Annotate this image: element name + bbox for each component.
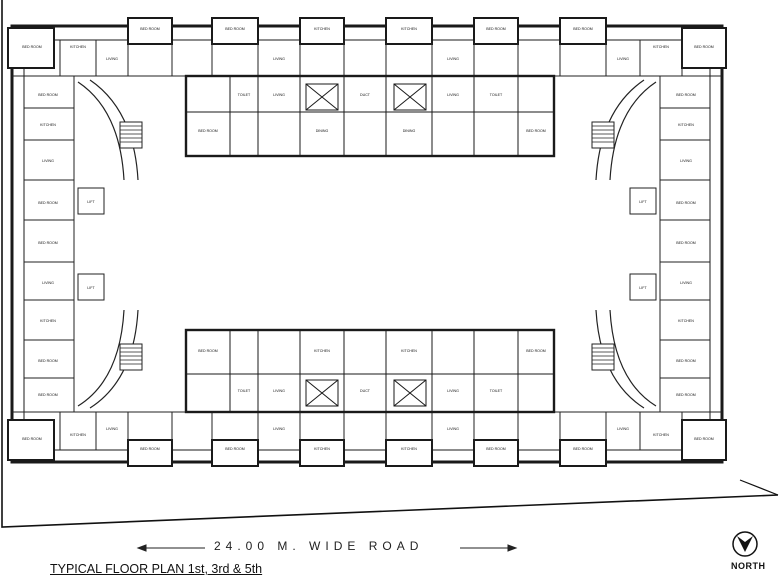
top-wing-rooms [12,40,722,77]
room-label: KITCHEN [401,447,417,451]
staircases [119,121,615,371]
room-label: BED ROOM [225,447,245,451]
room-label: LIVING [106,427,118,431]
room-label: LIVING [42,281,54,285]
room-label: BED ROOM [22,45,42,49]
room-label: LIVING [273,57,285,61]
room-label: BED ROOM [198,129,218,133]
room-label: KITCHEN [314,27,330,31]
road-arrows [136,544,518,552]
room-label: LIVING [447,427,459,431]
room-label: KITCHEN [40,123,56,127]
room-label: BED ROOM [573,27,593,31]
plot-boundary [1,0,779,528]
road-label: 24.00 M. WIDE ROAD [214,539,424,553]
room-label: DINING [316,129,329,133]
room-label: TOILET [490,93,503,97]
room-label: BED ROOM [694,437,714,441]
room-label: TOILET [238,93,251,97]
room-label: BED ROOM [38,359,58,363]
bottom-inner-block [184,328,556,414]
plot-boundary-diagonal [739,479,779,496]
room-label: LIVING [447,389,459,393]
room-label: LIFT [87,200,95,204]
plan-title: TYPICAL FLOOR PLAN 1st, 3rd & 5th [50,562,263,576]
room-label: BED ROOM [694,45,714,49]
room-label: LIVING [273,93,285,97]
room-label: DINING [403,129,416,133]
room-label: BED ROOM [22,437,42,441]
room-label: BED ROOM [140,447,160,451]
room-label: KITCHEN [70,45,86,49]
facade-blocks [7,17,727,467]
room-label: BED ROOM [38,93,58,97]
room-label: LIVING [680,281,692,285]
room-label: LIFT [87,286,95,290]
room-label: BED ROOM [140,27,160,31]
room-label: LIFT [639,200,647,204]
room-label: LIVING [106,57,118,61]
room-label: KITCHEN [653,45,669,49]
room-label: TOILET [238,389,251,393]
room-labels: BED ROOM KITCHEN LIVING BED ROOM BED ROO… [22,27,714,451]
room-label: LIVING [680,159,692,163]
room-label: BED ROOM [38,241,58,245]
room-label: BED ROOM [225,27,245,31]
room-label: KITCHEN [678,123,694,127]
room-label: BED ROOM [526,349,546,353]
top-inner-block [184,74,556,158]
room-label: BED ROOM [676,93,696,97]
curved-corridors [77,79,657,409]
room-label: LIVING [617,427,629,431]
room-label: LIVING [447,57,459,61]
room-label: DUCT [360,93,371,97]
building-outline [10,24,724,464]
room-label: BED ROOM [486,447,506,451]
room-label: LIVING [273,389,285,393]
lift-wells [305,83,427,407]
room-label: KITCHEN [653,433,669,437]
north-label: NORTH [731,561,766,571]
bottom-wing-rooms [12,411,722,450]
room-label: KITCHEN [401,27,417,31]
room-label: KITCHEN [678,319,694,323]
room-label: LIVING [42,159,54,163]
room-label: LIVING [447,93,459,97]
room-label: BED ROOM [676,201,696,205]
room-label: BED ROOM [573,447,593,451]
room-label: KITCHEN [314,447,330,451]
room-label: BED ROOM [676,359,696,363]
room-label: KITCHEN [314,349,330,353]
room-label: KITCHEN [40,319,56,323]
room-label: TOILET [490,389,503,393]
room-label: LIFT [639,286,647,290]
room-label: KITCHEN [70,433,86,437]
room-label: BED ROOM [486,27,506,31]
room-label: LIVING [273,427,285,431]
room-label: BED ROOM [38,201,58,205]
room-label: BED ROOM [676,393,696,397]
room-label: BED ROOM [676,241,696,245]
room-label: LIVING [617,57,629,61]
side-wing-rooms [24,76,710,412]
room-label: BED ROOM [38,393,58,397]
room-label: BED ROOM [526,129,546,133]
room-label: BED ROOM [198,349,218,353]
north-arrow-icon [732,531,758,557]
room-label: KITCHEN [401,349,417,353]
room-label: DUCT [360,389,371,393]
